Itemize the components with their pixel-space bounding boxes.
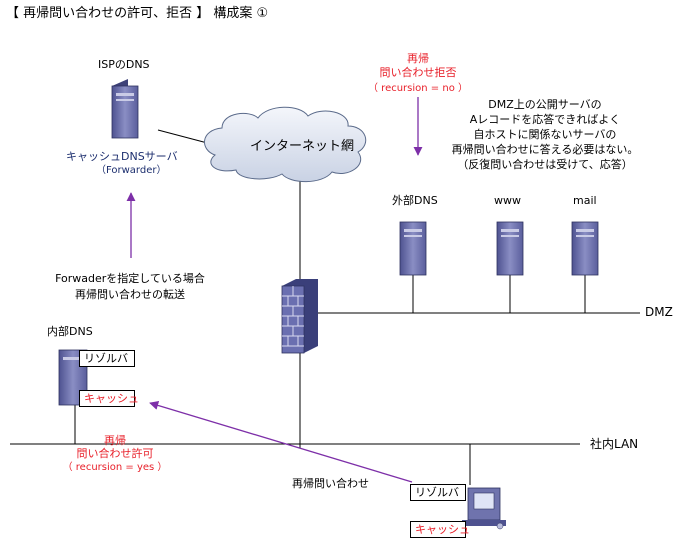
- recursion-allow-line1: 再帰: [104, 434, 126, 447]
- recursion-allow-line2: 問い合わせ許可: [76, 447, 154, 460]
- recursion-deny-line3: （ recursion = no ）: [368, 83, 468, 94]
- forwarder-note-line1: Forwaderを指定している場合: [55, 272, 205, 285]
- firewall-icon: [281, 279, 318, 354]
- arrows: [126, 97, 423, 483]
- dmz-note-line5: （反復問い合わせは受けて、応答）: [457, 158, 633, 171]
- recursion-allow-line3: （ recursion = yes ）: [62, 462, 168, 473]
- dmz-note-line3: 自ホストに関係ないサーバの: [473, 128, 617, 141]
- dmz-note-line4: 再帰問い合わせに答える必要はない。: [451, 143, 639, 156]
- dmz-note-line2: Aレコードを応答できればよく: [469, 113, 621, 126]
- dmz-label: DMZ: [645, 305, 673, 319]
- internet-cloud-icon: [204, 106, 367, 183]
- internal-cache-box: キャッシュ: [79, 390, 139, 407]
- query-arrow: [149, 401, 413, 483]
- client-cache-box: キャッシュ: [410, 521, 470, 538]
- external-dns-server-icon: [399, 221, 427, 276]
- dmz-note-line1: DMZ上の公開サーバの: [488, 98, 602, 111]
- internal-resolver-box: リゾルバ: [79, 350, 135, 367]
- lan-label: 社内LAN: [590, 437, 639, 451]
- cache-dns-server-label: キャッシュDNSサーバ: [66, 150, 178, 163]
- www-label: www: [494, 194, 521, 207]
- forwarder-note-line2: 再帰問い合わせの転送: [75, 288, 185, 301]
- mail-server-icon: [571, 221, 599, 276]
- internet-label: インターネット網: [250, 139, 355, 154]
- network-lines: [10, 129, 640, 485]
- page-title: 【 再帰問い合わせの許可、拒否 】 構成案 ①: [6, 6, 269, 21]
- mail-label: mail: [573, 194, 597, 207]
- internal-dns-label: 内部DNS: [47, 325, 93, 338]
- www-server-icon: [496, 221, 524, 276]
- external-dns-label: 外部DNS: [392, 194, 438, 207]
- recursion-deny-line1: 再帰: [407, 52, 429, 65]
- recursion-deny-line2: 問い合わせ拒否: [379, 66, 457, 79]
- isp-dns-server-icon: [111, 79, 139, 139]
- forwarder-label: （Forwarder）: [96, 165, 167, 176]
- client-resolver-box: リゾルバ: [410, 484, 466, 501]
- client-query-label: 再帰問い合わせ: [292, 477, 369, 490]
- isp-dns-label: ISPのDNS: [98, 58, 150, 71]
- client-pc-icon: [462, 487, 506, 530]
